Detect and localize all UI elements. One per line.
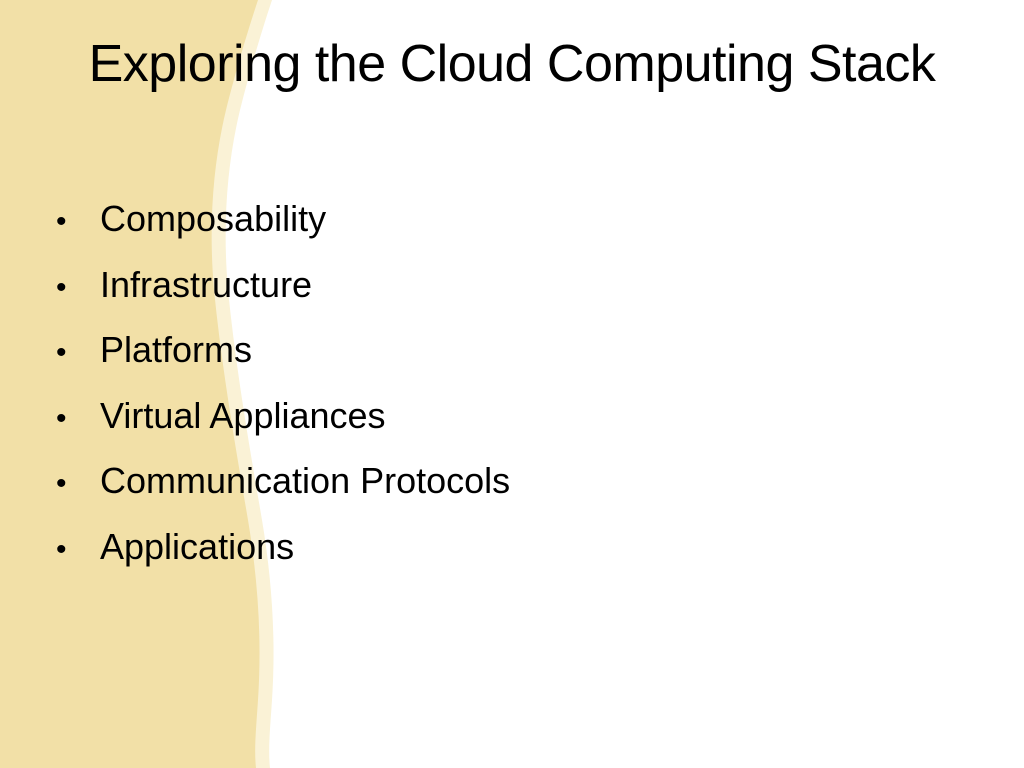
bullet-text: Composability	[100, 198, 327, 239]
bullet-text: Applications	[100, 525, 295, 567]
bullet-dot-icon: •	[56, 401, 67, 435]
bullet-item: • Virtual Appliances	[56, 383, 510, 449]
bullet-dot-icon: •	[56, 336, 67, 369]
bullet-text: Platforms	[100, 329, 253, 370]
bullet-text: Virtual Appliances	[100, 394, 386, 436]
bullet-text: Communication Protocols	[100, 460, 511, 501]
slide-title: Exploring the Cloud Computing Stack	[88, 35, 936, 93]
bullet-dot-icon: •	[56, 205, 67, 238]
bullet-item: • Applications	[56, 514, 510, 580]
bullet-text: Infrastructure	[100, 263, 313, 305]
bullet-item: • Platforms	[56, 317, 510, 383]
bullet-item: • Infrastructure	[56, 252, 510, 318]
bullet-dot-icon: •	[56, 532, 67, 566]
bullet-item: • Composability	[56, 186, 510, 252]
decorative-band-fill	[0, 0, 260, 768]
bullet-dot-icon: •	[56, 270, 67, 304]
bullet-list: • Composability • Infrastructure • Platf…	[56, 186, 510, 579]
bullet-item: • Communication Protocols	[56, 448, 510, 514]
bullet-dot-icon: •	[56, 467, 67, 500]
